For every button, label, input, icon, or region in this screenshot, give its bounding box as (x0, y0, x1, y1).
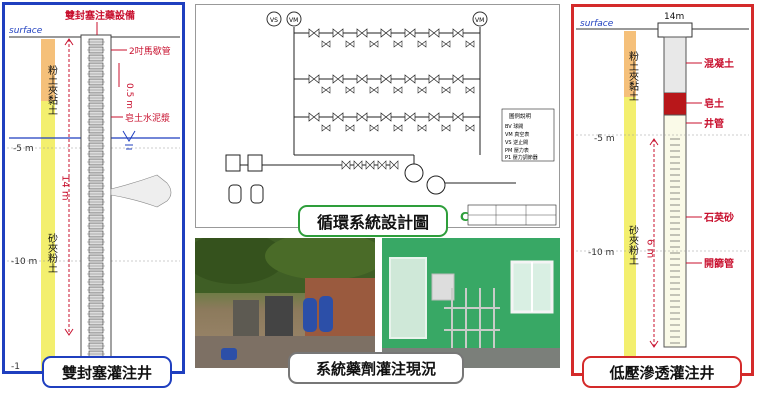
vm-tag-left: VM (289, 17, 298, 24)
double-packer-panel: surface -5 m -10 m -1 粉土夾黏土 砂夾粉土 14 m 雙封… (2, 2, 185, 374)
legend-box (501, 108, 555, 162)
screen-section (670, 138, 680, 344)
low-pressure-panel: surface 14m 粉土夾黏土 砂夾粉土 -5 m -10 m 6 m 混凝… (571, 4, 754, 376)
low-pressure-diagram: surface 14m 粉土夾黏土 砂夾粉土 -5 m -10 m 6 m 混凝… (576, 12, 749, 371)
layer-1-label-right: 粉土夾黏土 (627, 50, 639, 101)
injection-status-caption-text: 系統藥劑灌注現況 (315, 359, 436, 378)
site-photo-indoor (382, 238, 560, 368)
meter-icon (426, 175, 446, 195)
concrete-callout: 混凝土 (704, 57, 734, 70)
circulation-piping-diagram: VS VM VM 圖例說明 BV 球閥 VM 真空表 VS 逆止閥 (225, 11, 557, 226)
legend-item: BV 球閥 (505, 123, 523, 130)
legend-title: 圖例說明 (509, 112, 532, 120)
pump-icon (404, 163, 424, 183)
spacing-callout: 0.5 m (124, 83, 134, 109)
double-packer-caption: 雙封塞灌注井 (42, 356, 172, 388)
depth-6m-label: 6 m (645, 239, 656, 258)
silty-sand-layer-right (624, 97, 636, 371)
valve-rows (308, 28, 475, 170)
depth-label-5-right: -5 m (594, 134, 615, 144)
water-table-icon (122, 130, 136, 142)
legend-item: VS 逆止閥 (505, 139, 528, 146)
circulation-design-caption-text: 循環系統設計圖 (316, 213, 429, 232)
double-packer-equipment-title: 雙封塞注藥設備 (65, 9, 135, 22)
bentonite-seal (664, 93, 686, 115)
svg-text:C: C (460, 210, 469, 224)
layer-2-label-right: 砂夾粉土 (627, 224, 639, 265)
low-pressure-caption: 低壓滲透灌注井 (582, 356, 742, 388)
surface-label-right: surface (580, 19, 614, 29)
legend-item: P1 壓力調節器 (505, 154, 538, 161)
layer-2-label: 砂夾粉土 (46, 232, 58, 273)
casing-callout: 井管 (704, 117, 724, 130)
concrete-seal (663, 36, 687, 94)
cement-callout: 皂土水泥漿 (125, 112, 170, 124)
depth-label-10: -10 m (11, 257, 37, 267)
depth-label-5: -5 m (13, 144, 34, 154)
circulation-design-panel: VS VM VM 圖例說明 BV 球閥 VM 真空表 VS 逆止閥 (195, 4, 560, 228)
tank-icon (250, 184, 264, 204)
silty-sand-layer (41, 101, 55, 371)
tank-icon (228, 184, 242, 204)
injection-status-caption: 系統藥劑灌注現況 (288, 352, 464, 384)
legend-item: PM 壓力表 (505, 147, 529, 154)
screen-callout: 開篩管 (704, 257, 734, 270)
double-packer-diagram: surface -5 m -10 m -1 粉土夾黏土 砂夾粉土 14 m 雙封… (7, 9, 180, 372)
injection-plume (110, 174, 172, 208)
packer-stack (87, 38, 105, 366)
bentonite-callout: 皂土 (704, 97, 724, 110)
site-photo-outdoor (195, 238, 375, 368)
low-pressure-caption-text: 低壓滲透灌注井 (609, 363, 715, 382)
top-dimension-label: 14m (664, 12, 684, 22)
legend-item: VM 真空表 (505, 131, 529, 138)
depth-label-15: -1 (11, 362, 20, 371)
depth-label-10-right: -10 m (588, 248, 614, 258)
sand-pack (663, 114, 687, 348)
vm-tag-right: VM (475, 17, 484, 24)
circulation-design-caption: 循環系統設計圖 (298, 205, 448, 237)
silt-clay-layer-right (624, 31, 636, 97)
double-packer-caption-text: 雙封塞灌注井 (61, 363, 152, 382)
quartz-sand-callout: 石英砂 (703, 211, 734, 224)
vs-tag: VS (270, 17, 278, 24)
silt-clay-layer (41, 39, 55, 101)
layer-1-label: 粉土夾黏土 (46, 64, 58, 115)
pipe-callout: 2吋馬歇管 (129, 45, 171, 57)
depth-14m-label: 14 m (60, 175, 71, 201)
surface-label: surface (9, 26, 43, 36)
